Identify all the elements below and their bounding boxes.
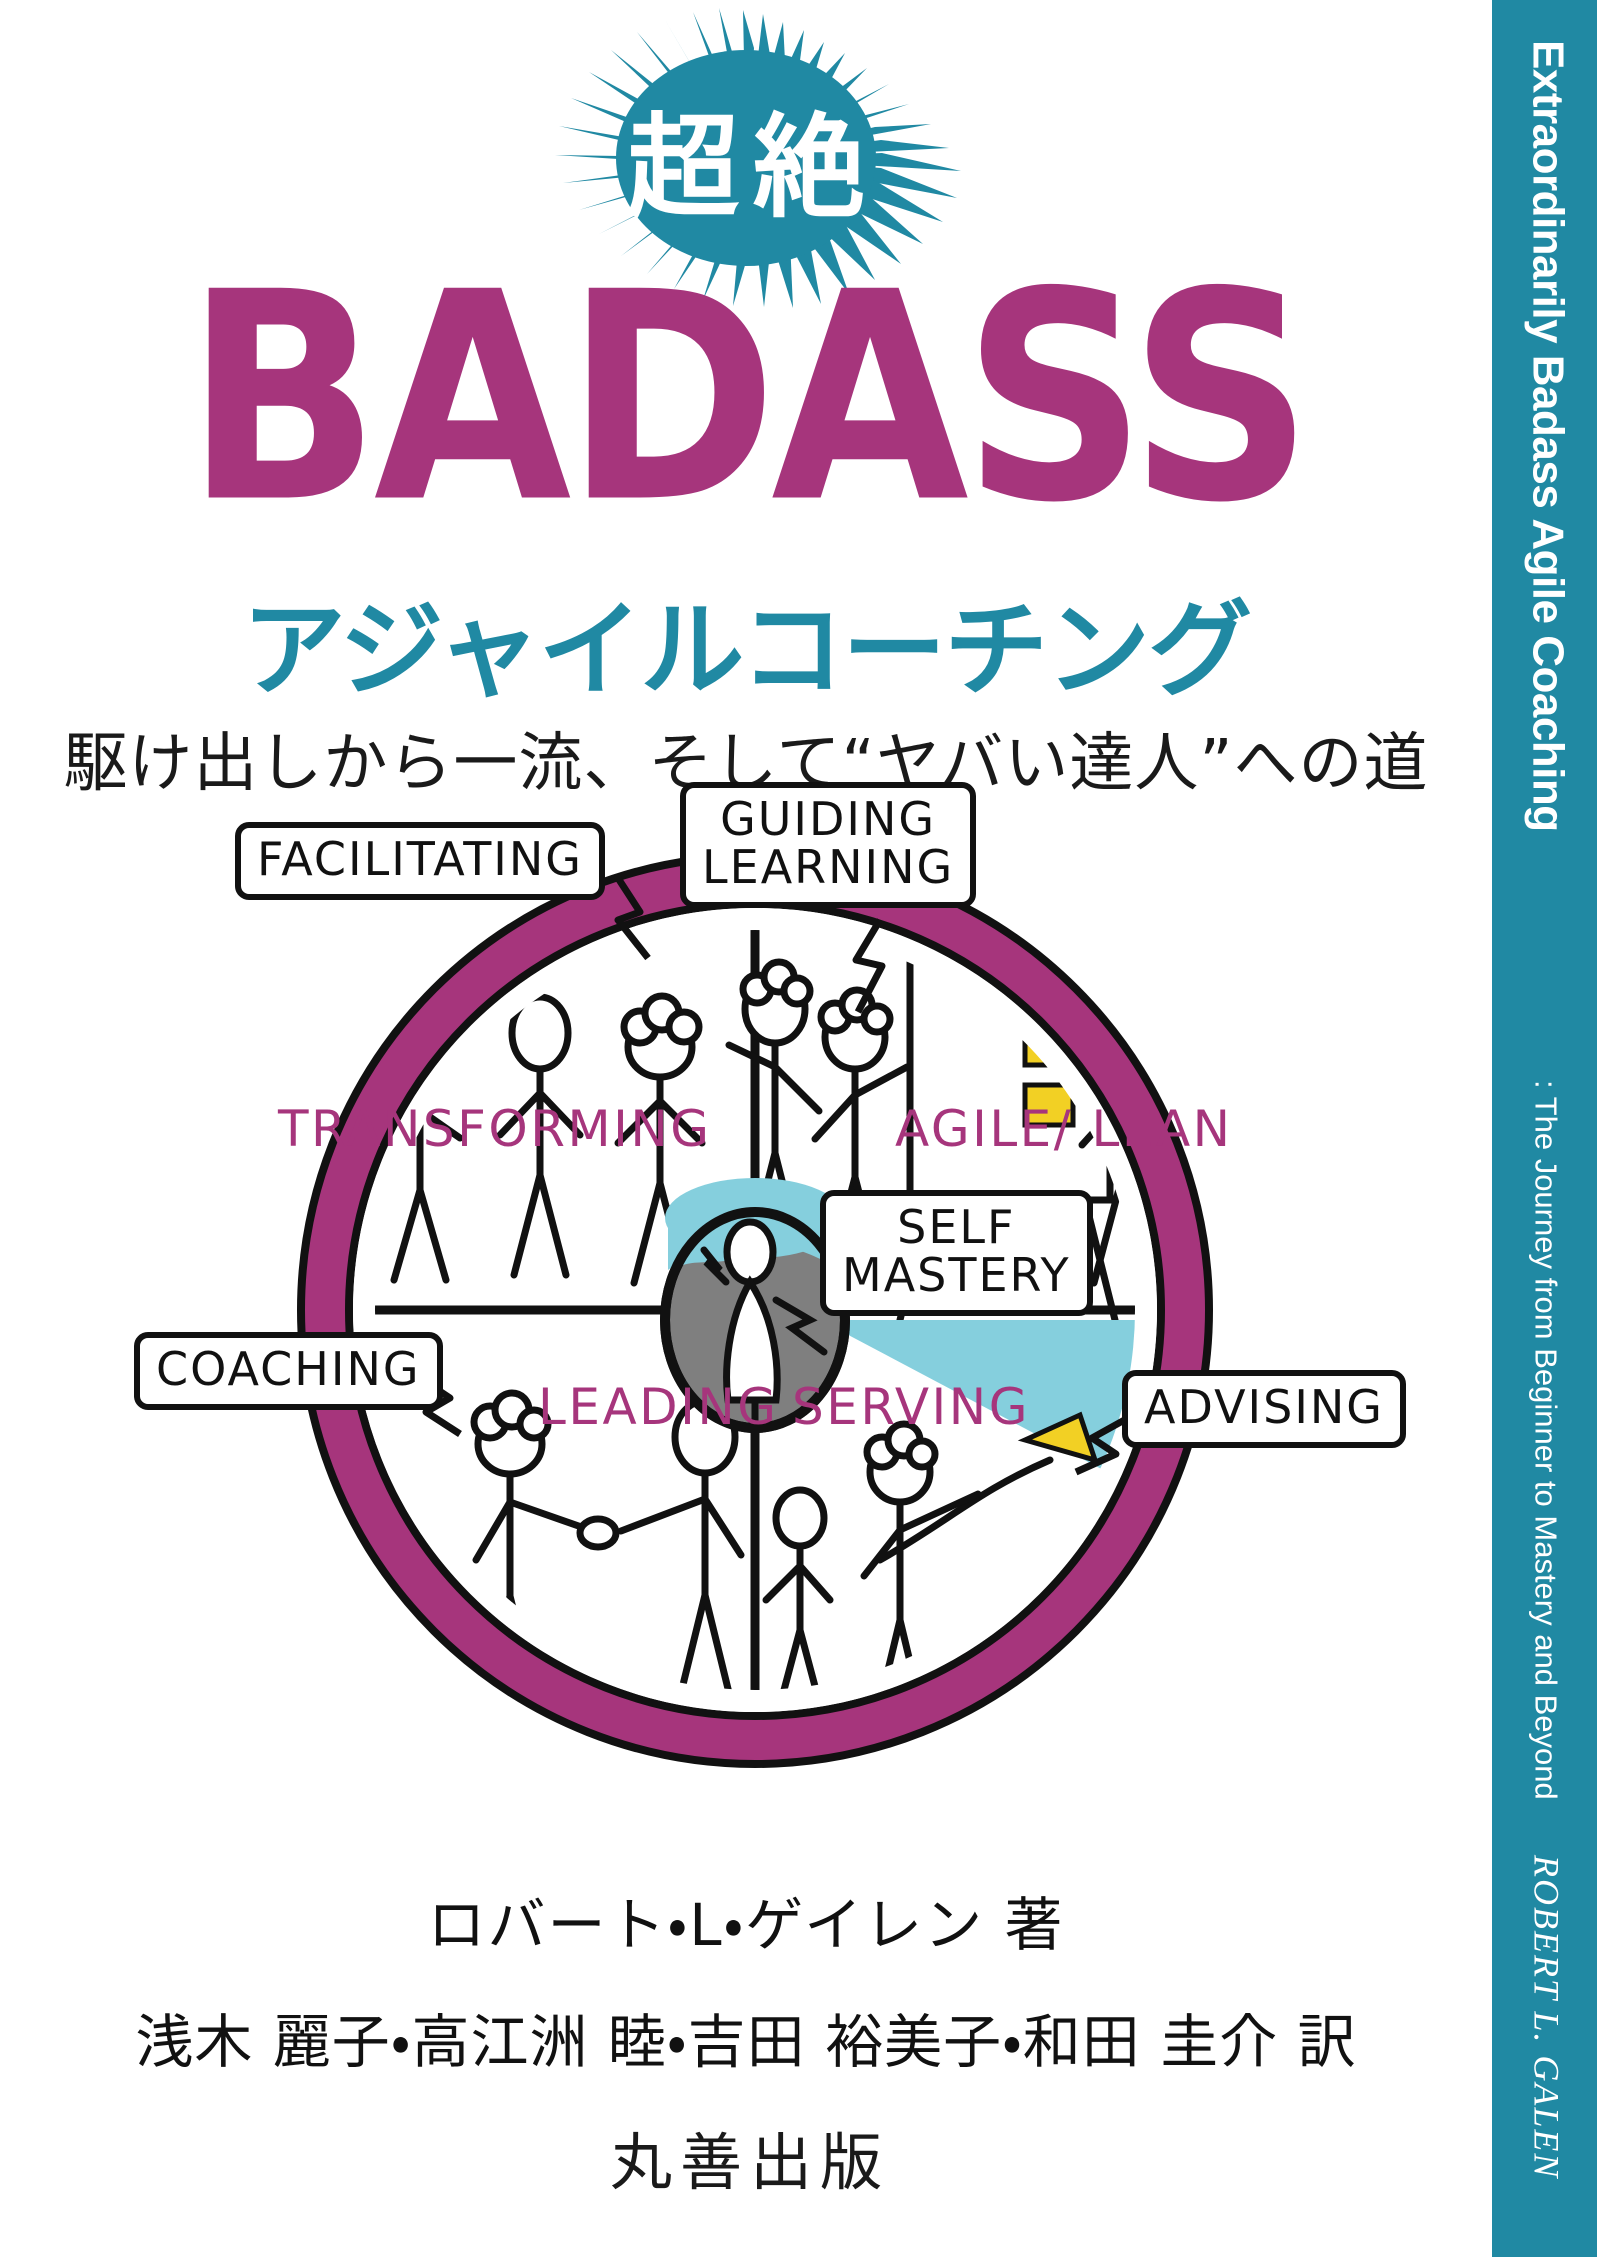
- callout-guiding-learning[interactable]: GUIDING LEARNING: [680, 782, 977, 908]
- book-spine: Extraordinarily Badass Agile Coaching : …: [1492, 0, 1597, 2257]
- quadrant-transforming: TRANSFORMING: [278, 1100, 712, 1158]
- quadrant-agile-lean: AGILE/ LEAN: [895, 1100, 1233, 1158]
- author-credit: ロバート・L・ゲイレン 著: [427, 1891, 1065, 1959]
- callout-coaching[interactable]: COACHING: [134, 1332, 443, 1410]
- callout-advising[interactable]: ADVISING: [1122, 1370, 1406, 1448]
- spine-title: Extraordinarily Badass Agile Coaching: [1522, 40, 1572, 832]
- spine-author: ROBERT L. GALEN: [1525, 1855, 1566, 2180]
- translator-credit: 浅木 麗子・高江洲 睦・吉田 裕美子・和田 圭介 訳: [135, 2008, 1357, 2076]
- callout-facilitating[interactable]: FACILITATING: [235, 822, 605, 900]
- spine-subtitle: : The Journey from Beginner to Mastery a…: [1528, 1080, 1564, 1800]
- quadrant-leading: LEADING: [538, 1378, 779, 1436]
- starburst-badge: 超絶: [511, 8, 981, 308]
- publisher-name: 丸善出版: [609, 2126, 890, 2199]
- title-kana: アジャイルコーチング: [241, 589, 1253, 711]
- coaching-wheel-diagram: FACILITATING GUIDING LEARNING COACHING A…: [120, 782, 1406, 1820]
- quadrant-serving: SERVING: [792, 1378, 1030, 1436]
- callout-self-mastery[interactable]: SELF MASTERY: [820, 1190, 1093, 1316]
- front-panel: 超絶 BADASS アジャイルコーチング 駆け出しから一流、そして“ヤバい達人”…: [63, 8, 1428, 2199]
- page-title: BADASS: [185, 231, 1313, 566]
- wheel-illustration: [297, 852, 1213, 1768]
- starburst-icon: [555, 8, 961, 308]
- badge-label: 超絶: [627, 103, 879, 233]
- self-mastery-orb: [660, 1178, 850, 1460]
